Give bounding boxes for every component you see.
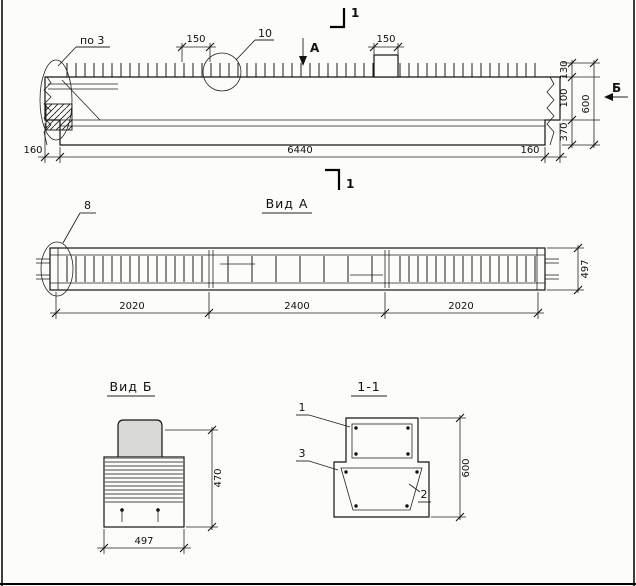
section-dim-600: 600 <box>420 413 472 522</box>
break-line-right <box>546 76 555 146</box>
view-b-dim-497: 497 <box>97 529 191 554</box>
embedded-plate-block <box>373 54 399 78</box>
callout-1-label: 1 <box>299 401 306 414</box>
bottom-dimension-chain: 160 6440 160 <box>23 123 567 163</box>
dim-150-right-label: 150 <box>376 34 395 45</box>
dim-2020-left-label: 2020 <box>119 301 144 312</box>
dim-150-left-label: 150 <box>186 34 205 45</box>
dim-160-left-label: 160 <box>23 145 42 156</box>
left-end-detail <box>39 59 118 146</box>
callout-2-label: 2 <box>421 488 428 501</box>
callout-10-label: 10 <box>258 27 272 40</box>
main-elevation-view: по 3 10 150 150 1 <box>23 6 628 191</box>
anchor-stubs <box>120 508 160 522</box>
view-b: Вид Б 470 497 <box>97 379 224 554</box>
ticks-zone-right <box>392 256 536 282</box>
view-a-mark-label: А <box>310 41 320 55</box>
dim-6440-label: 6440 <box>287 145 312 156</box>
detail-ellipse-po3 <box>39 59 73 141</box>
stirrup-bottom <box>340 467 423 511</box>
stirrup-ticks-strip <box>64 63 542 77</box>
view-b-mark-label: Б <box>612 81 621 95</box>
haunch-line <box>61 79 101 121</box>
section-mark-1-bottom-label: 1 <box>346 177 354 191</box>
column-cap <box>117 419 163 457</box>
view-a-title: Вид А <box>266 196 309 211</box>
section-outline <box>333 417 430 518</box>
dim-600-label: 600 <box>581 94 592 113</box>
ticks-zone-middle <box>216 256 382 282</box>
beam-outline <box>44 76 561 146</box>
end-bars <box>36 258 559 280</box>
dim-160-right-label: 160 <box>520 145 539 156</box>
callout-8-label: 8 <box>84 199 91 212</box>
ticks-zone-left <box>66 256 206 282</box>
bearing-hatch <box>45 103 73 131</box>
view-a: Вид А 8 <box>36 196 591 319</box>
dim-370-label: 370 <box>559 122 570 141</box>
dim-150-right: 150 <box>368 34 404 55</box>
callout-po3-label: по 3 <box>80 34 104 47</box>
dim-600-section-label: 600 <box>461 458 472 477</box>
dim-497-end-label: 497 <box>134 536 153 547</box>
view-b-dim-470: 470 <box>165 425 224 532</box>
dim-2020-right-label: 2020 <box>448 301 473 312</box>
dim-150-left: 150 <box>176 34 216 62</box>
callout-8-leader <box>62 212 81 244</box>
dim-100-label: 100 <box>559 88 570 107</box>
detail-ellipse-8 <box>40 241 74 297</box>
section-1-1: 1-1 1 3 2 <box>296 379 472 522</box>
stirrup-top <box>351 423 413 459</box>
dim-497-plan-label: 497 <box>580 259 591 278</box>
detail-circle-10 <box>202 52 242 92</box>
section-1-1-title: 1-1 <box>357 379 380 394</box>
plan-outline <box>49 247 546 291</box>
view-a-bottom-dims: 2020 2400 2020 <box>50 292 544 319</box>
dim-130-label: 130 <box>559 60 570 79</box>
callout-3-label: 3 <box>299 447 306 460</box>
view-b-title: Вид Б <box>110 379 153 394</box>
callout-10-leader <box>235 39 256 61</box>
dim-2400-label: 2400 <box>284 301 309 312</box>
section-mark-1-bottom: 1 <box>325 168 354 191</box>
dim-470-label: 470 <box>213 468 224 487</box>
end-face-hatch <box>105 458 183 505</box>
section-mark-1-top: 1 <box>330 6 359 29</box>
section-mark-1-top-label: 1 <box>351 6 359 20</box>
view-a-dim-497: 497 <box>547 243 591 295</box>
right-dimension-chain: 130 100 370 600 Б <box>559 58 628 150</box>
view-a-direction-arrow: А <box>299 38 320 66</box>
callout-po3-leader <box>57 46 77 67</box>
